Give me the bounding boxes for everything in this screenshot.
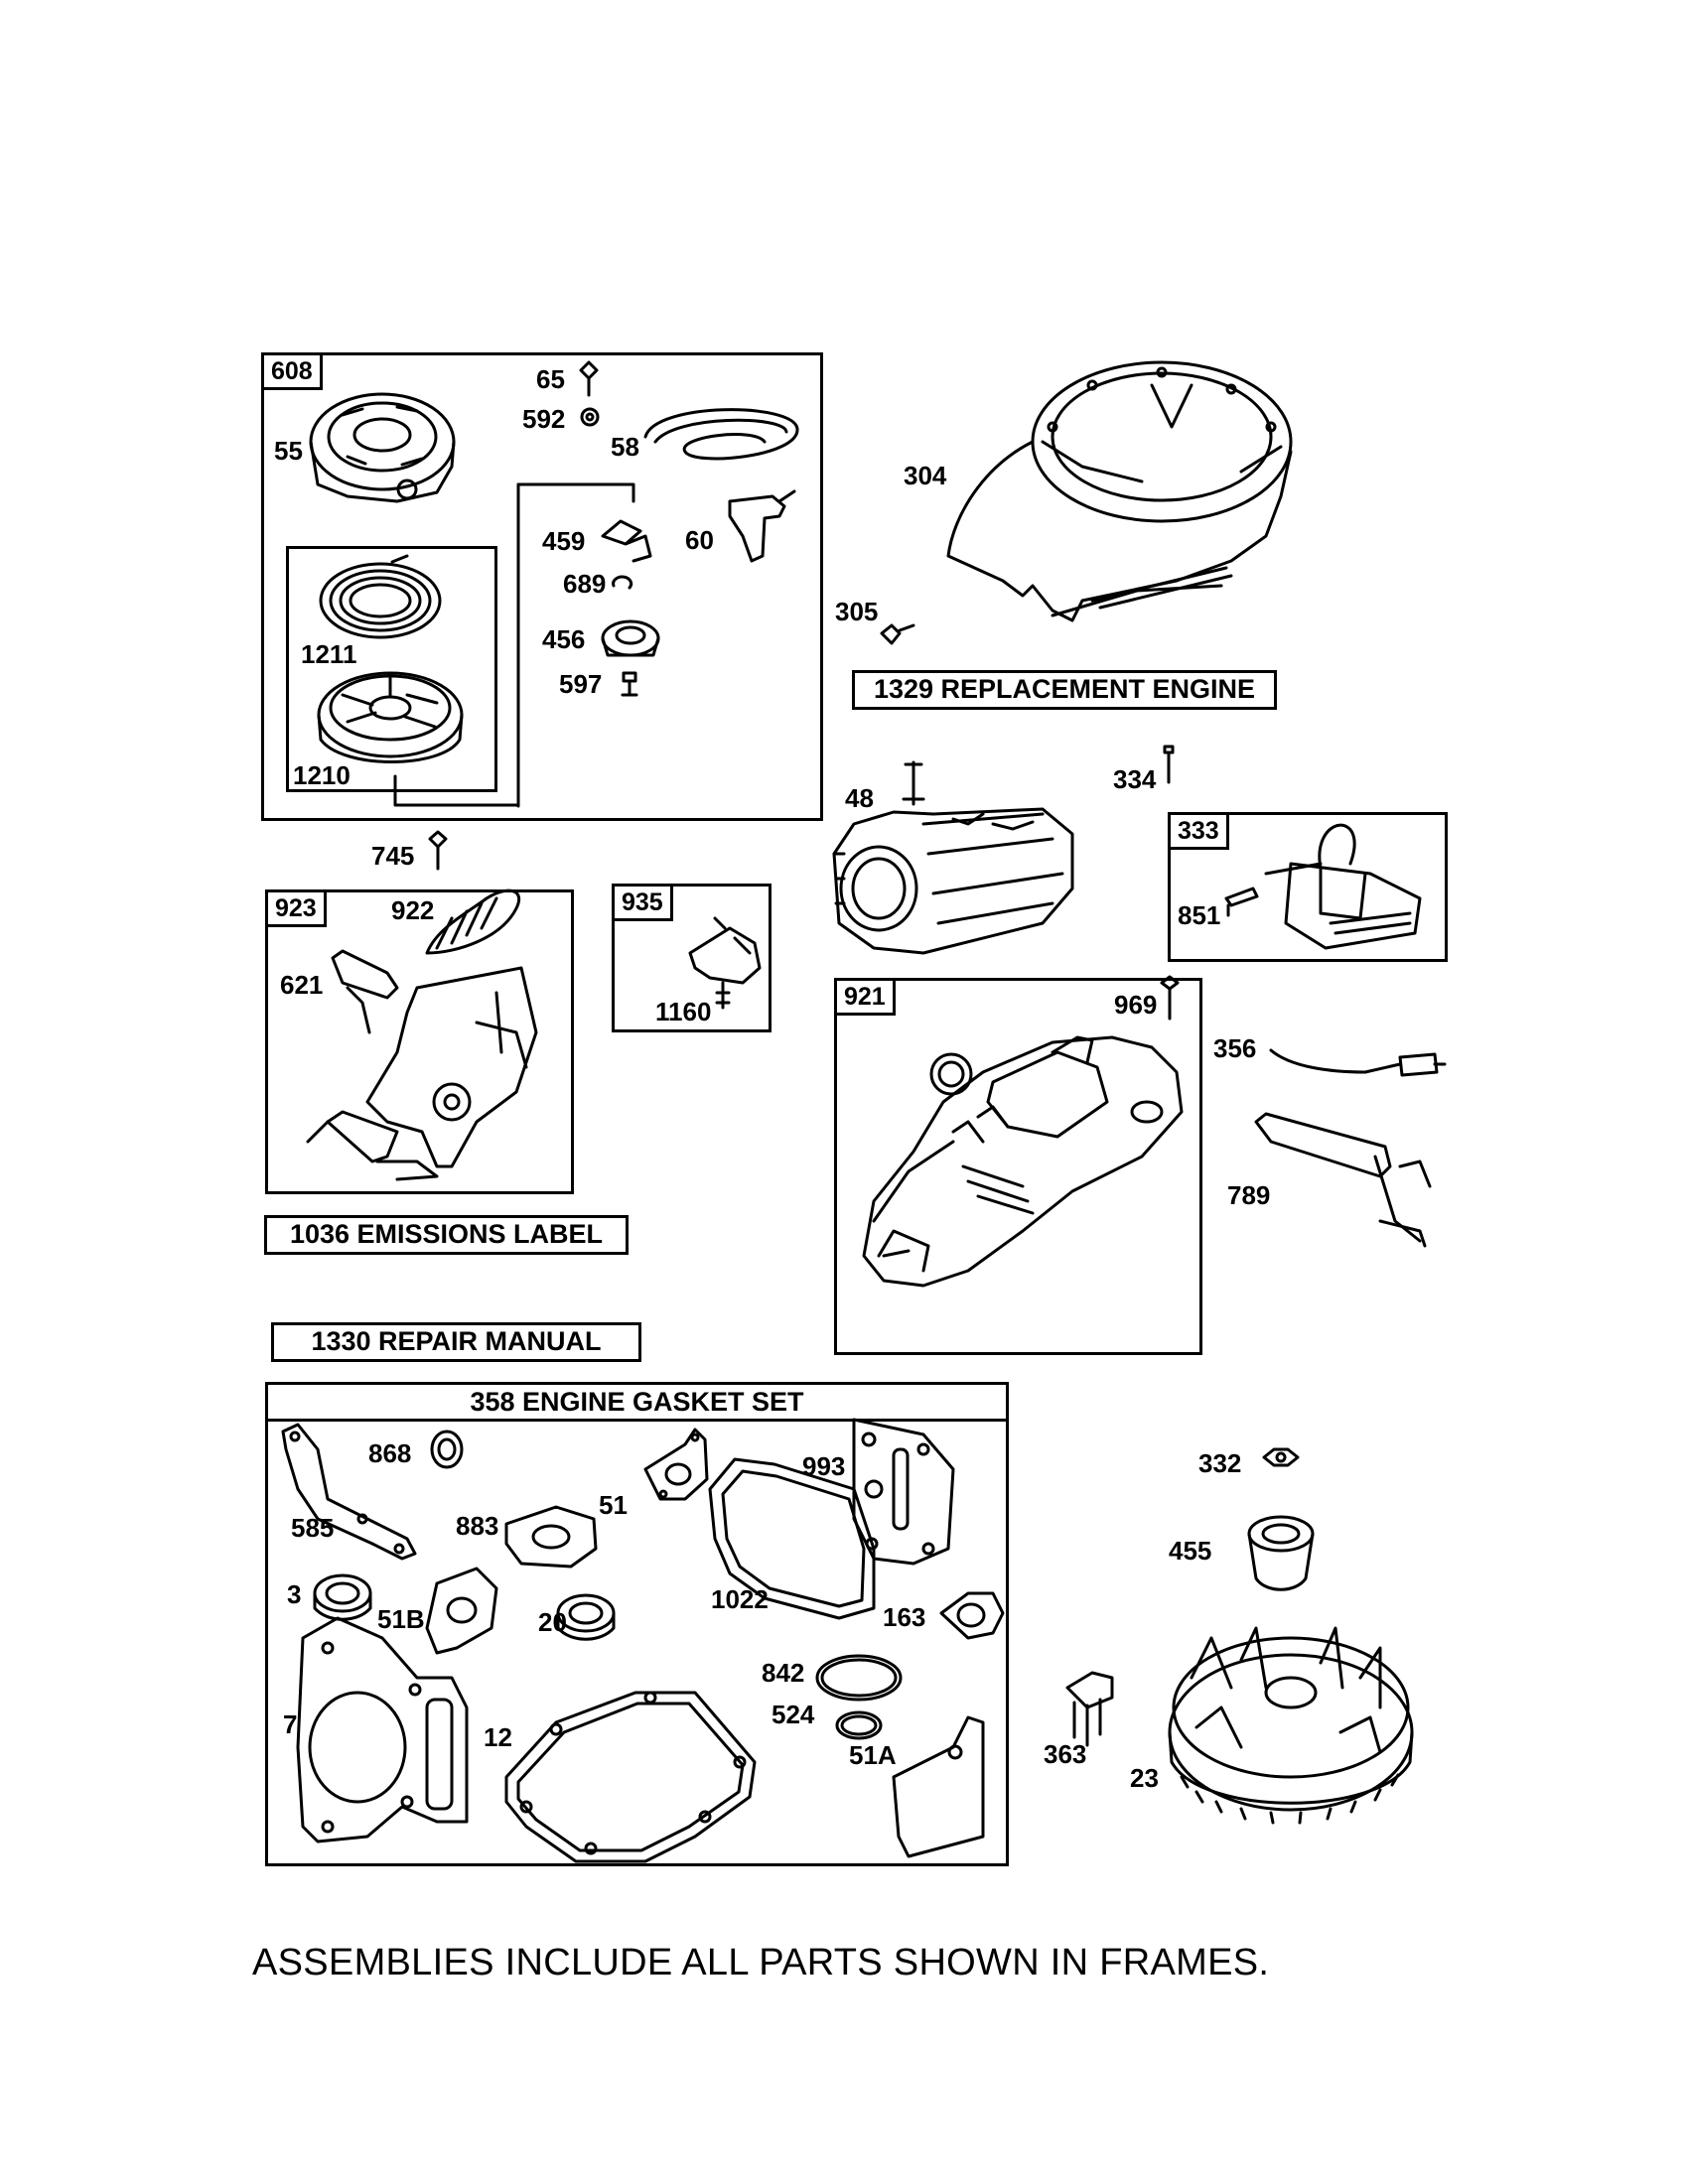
governor-frame	[265, 889, 574, 1194]
callout-456: 456	[542, 624, 586, 654]
starter-rope-icon	[643, 408, 799, 461]
callout-621: 621	[280, 970, 324, 1000]
callout-597: 597	[559, 669, 603, 699]
recoil-housing-icon	[309, 392, 456, 503]
bolt-icon	[428, 830, 448, 871]
callout-55: 55	[274, 436, 303, 466]
bolt-icon	[579, 360, 599, 397]
pulley-icon	[317, 671, 464, 763]
clip-icon	[612, 575, 633, 590]
starter-handle-icon	[728, 489, 796, 563]
callout-1211: 1211	[301, 639, 357, 669]
callout-455: 455	[1169, 1536, 1212, 1566]
callout-993: 993	[802, 1451, 846, 1481]
callout-332: 332	[1198, 1448, 1242, 1478]
terminal-icon	[1224, 887, 1259, 917]
callout-851: 851	[1178, 900, 1221, 930]
recoil-starter-frame	[261, 352, 823, 821]
replacement-engine-banner: 1329 REPLACEMENT ENGINE	[852, 670, 1277, 710]
callout-363: 363	[1044, 1739, 1087, 1769]
blower-housing-icon	[946, 360, 1293, 622]
nut-icon	[580, 407, 600, 427]
recoil-assembly-lines	[393, 482, 635, 808]
callout-51: 51	[599, 1490, 628, 1520]
ignition-frame	[1168, 812, 1448, 962]
callout-922: 922	[391, 895, 435, 925]
callout-65: 65	[536, 364, 565, 394]
retainer-icon	[601, 619, 660, 657]
callout-883: 883	[456, 1511, 499, 1541]
screw-icon	[621, 671, 638, 697]
frame-tag-608: 608	[261, 352, 323, 390]
ignition-armature-icon	[1264, 823, 1422, 950]
callout-163: 163	[883, 1602, 926, 1632]
callout-585: 585	[291, 1513, 335, 1543]
brake-icon	[1065, 1671, 1114, 1747]
flywheel-icon	[1168, 1626, 1414, 1825]
callout-3: 3	[287, 1579, 302, 1609]
bolt-icon	[880, 623, 915, 645]
callout-305: 305	[835, 597, 879, 626]
wire-icon	[1269, 1048, 1447, 1077]
shroud-frame	[834, 978, 1202, 1355]
frame-tag-921: 921	[834, 978, 896, 1016]
cylinder-icon	[832, 760, 1074, 955]
callout-58: 58	[611, 432, 639, 462]
callout-60: 60	[685, 525, 714, 555]
gasket-set-title: 358 ENGINE GASKET SET	[470, 1387, 804, 1417]
bolt-icon	[1163, 745, 1175, 784]
repair-manual-banner: 1330 REPAIR MANUAL	[271, 1322, 641, 1362]
callout-592: 592	[522, 404, 566, 434]
pawl-icon	[601, 519, 652, 563]
callout-51A: 51A	[849, 1740, 897, 1770]
emissions-label-banner: 1036 EMISSIONS LABEL	[264, 1215, 629, 1255]
callout-868: 868	[368, 1438, 412, 1468]
assemblies-note: ASSEMBLIES INCLUDE ALL PARTS SHOWN IN FR…	[252, 1942, 1270, 1983]
rewind-spring-icon	[319, 554, 442, 639]
callout-1210: 1210	[293, 760, 351, 790]
nut-icon	[1262, 1447, 1300, 1467]
callout-524: 524	[772, 1700, 815, 1729]
engine-cover-icon	[862, 1035, 1184, 1288]
callout-12: 12	[484, 1722, 512, 1752]
frame-tag-935: 935	[612, 884, 673, 921]
callout-7: 7	[283, 1709, 298, 1739]
gasket-set-title-bar	[265, 1382, 1009, 1422]
wiring-harness-icon	[1254, 1112, 1432, 1248]
callout-689: 689	[563, 569, 607, 599]
callout-304: 304	[904, 461, 947, 490]
clutch-icon	[1247, 1515, 1315, 1591]
pulley-subframe	[286, 546, 497, 792]
callout-20: 20	[538, 1607, 567, 1637]
callout-745: 745	[371, 841, 415, 871]
frame-tag-333: 333	[1168, 812, 1229, 850]
callout-1022: 1022	[711, 1584, 769, 1614]
bracket-icon	[688, 916, 762, 1010]
bracket-frame	[612, 884, 772, 1032]
frame-tag-923: 923	[265, 889, 327, 927]
callout-459: 459	[542, 526, 586, 556]
callout-1160: 1160	[655, 997, 712, 1026]
callout-23: 23	[1130, 1763, 1159, 1793]
gasket-icon	[281, 1418, 1005, 1863]
callout-842: 842	[762, 1658, 805, 1688]
callout-356: 356	[1213, 1033, 1257, 1063]
governor-control-icon	[306, 949, 538, 1181]
callout-51B: 51B	[377, 1604, 425, 1634]
callout-969: 969	[1114, 990, 1158, 1020]
callout-48: 48	[845, 783, 874, 813]
callout-334: 334	[1113, 764, 1157, 794]
callout-789: 789	[1227, 1180, 1271, 1210]
